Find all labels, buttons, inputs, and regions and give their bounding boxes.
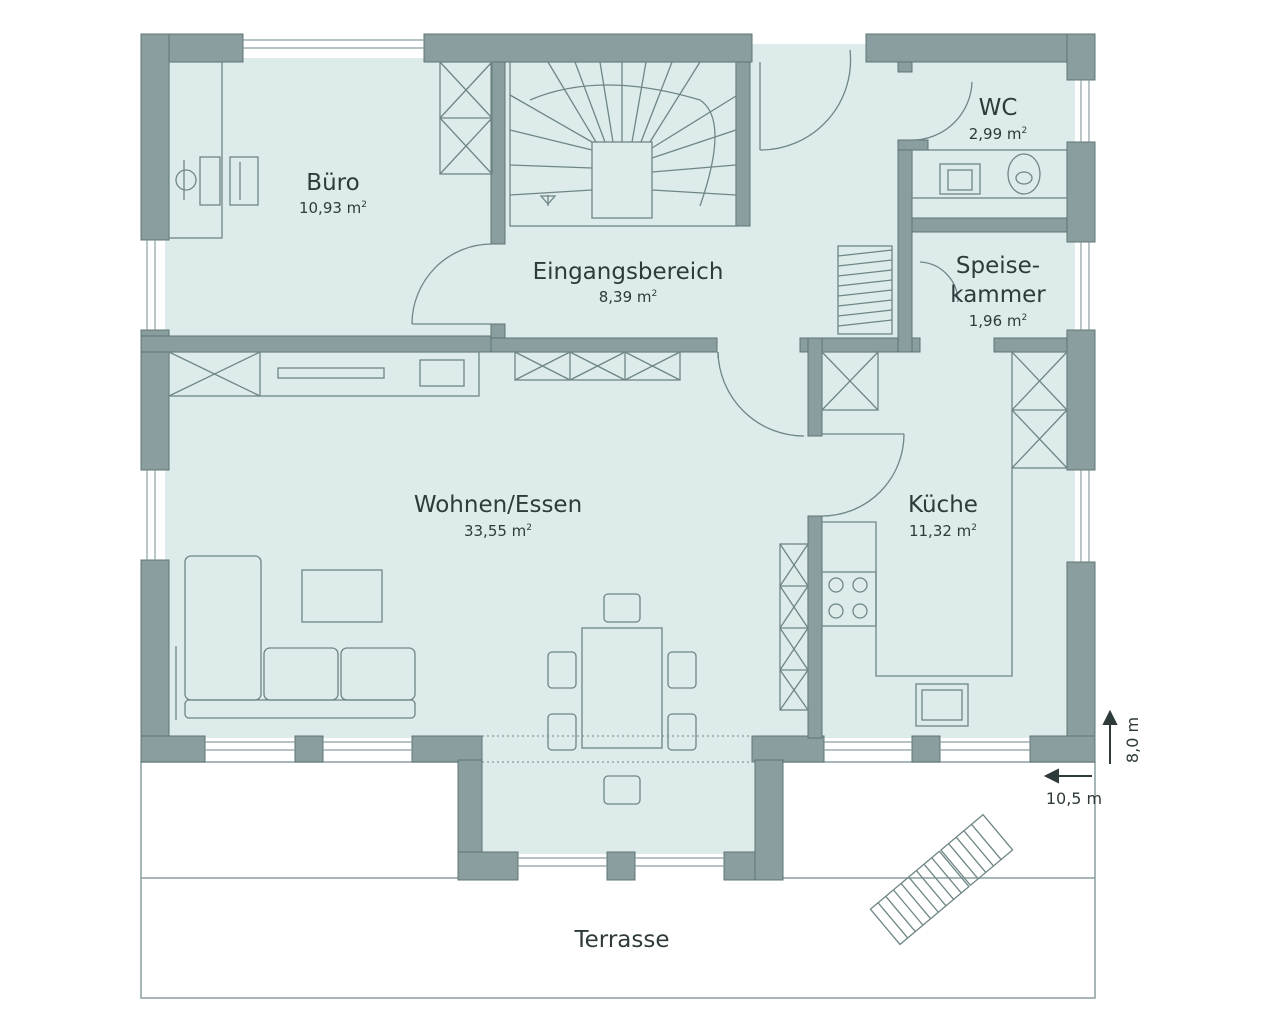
room-name-terrasse: Terrasse [573,927,669,953]
room-area-wohnen: 33,55 m2 [464,522,532,540]
interior-walls [140,61,1068,739]
room-area-wc: 2,99 m2 [969,125,1028,143]
room-area-speise: 1,96 m2 [969,312,1028,330]
room-name-speise-line2: kammer [950,282,1046,308]
dimension-depth: 8,0 m [1123,717,1142,763]
room-area-buero: 10,93 m2 [299,199,367,217]
room-name-eingang: Eingangsbereich [533,259,724,285]
room-name-buero: Büro [306,170,359,196]
dimension-arrows [1043,709,1118,784]
furniture [168,49,1068,946]
room-name-wc: WC [979,95,1018,121]
room-name-speise-line1: Speise- [956,253,1040,279]
windows [146,39,1090,867]
room-area-eingang: 8,39 m2 [599,288,658,306]
room-name-wohnen: Wohnen/Essen [414,492,582,518]
room-area-kueche: 11,32 m2 [909,522,977,540]
dimension-width: 10,5 m [1046,789,1102,808]
floor-area [165,44,1075,854]
bay-dotted-line [482,735,755,763]
room-name-kueche: Küche [908,492,978,518]
